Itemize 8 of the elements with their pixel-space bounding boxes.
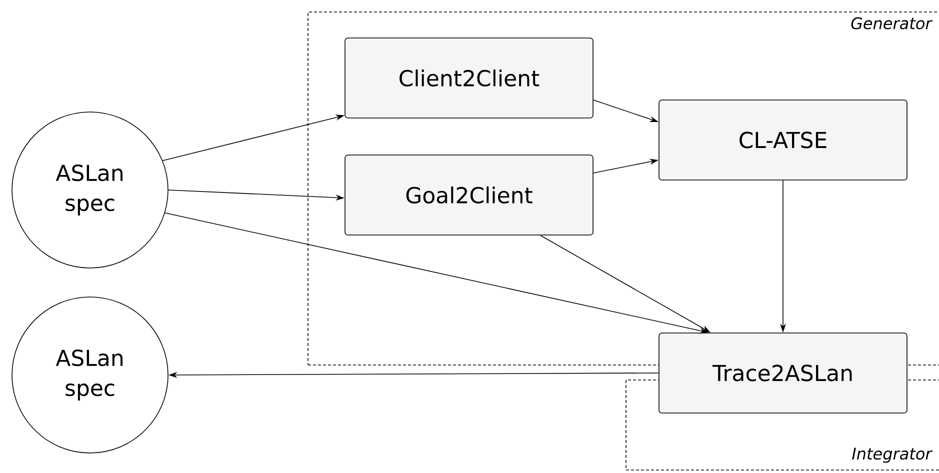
circle-node: ASLan spec <box>12 112 168 268</box>
group-label: Generator <box>851 17 933 30</box>
process-box: CL-ATSE <box>658 100 908 180</box>
process-box: Trace2ASLan <box>658 332 908 414</box>
process-box: Client2Client <box>344 38 594 118</box>
group-label: Integrator <box>852 448 933 463</box>
circle-node: ASLan spec <box>12 296 168 454</box>
process-box: Goal2Client <box>344 154 594 236</box>
